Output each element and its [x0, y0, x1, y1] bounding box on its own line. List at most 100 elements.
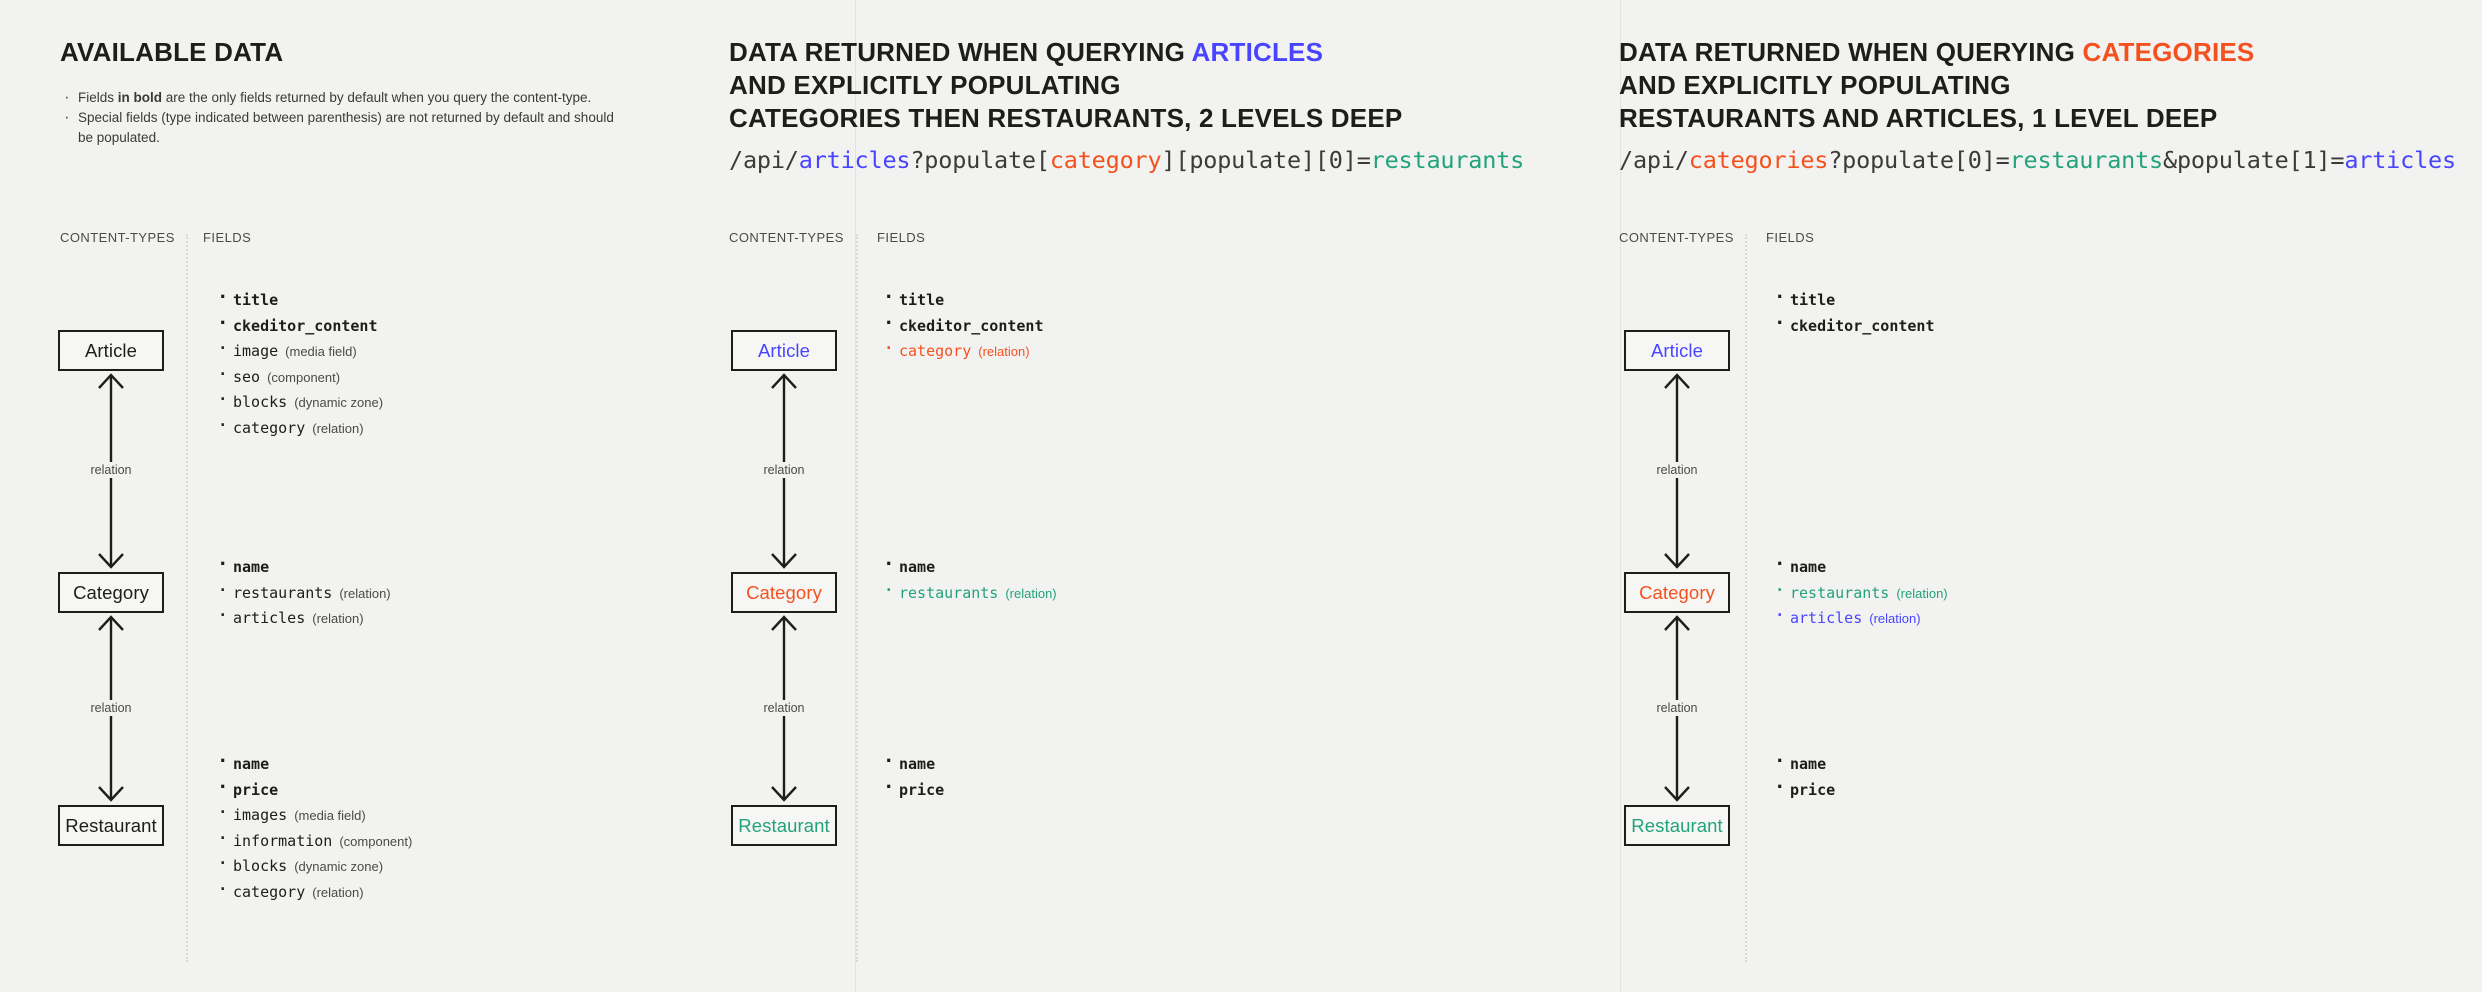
fields-divider — [856, 234, 858, 962]
fields-divider — [186, 234, 188, 962]
relation-label: relation — [758, 699, 810, 716]
field-list-article: title ckeditor_content — [1770, 285, 1935, 340]
relation-connector: relation — [731, 615, 837, 802]
legend-note-item: Special fields (type indicated between p… — [64, 107, 620, 148]
field-type: (relation) — [339, 585, 391, 601]
field-row: image(media field) — [213, 336, 383, 365]
entity-box-article[interactable]: Article — [58, 330, 164, 371]
field-name: category — [899, 342, 972, 361]
field-row: restaurants(relation) — [879, 578, 1057, 607]
field-name: name — [1790, 755, 1827, 773]
heading-line: RESTAURANTS AND ARTICLES, 1 LEVEL DEEP — [1619, 102, 2254, 135]
fields-label: FIELDS — [1766, 230, 1815, 245]
field-name: blocks — [233, 857, 288, 876]
field-name: title — [1790, 291, 1836, 309]
field-row: name — [1770, 552, 1948, 581]
heading-accent: ARTICLES — [1191, 37, 1324, 67]
field-name: title — [899, 291, 945, 309]
field-row: ckeditor_content — [213, 311, 383, 340]
field-name: price — [899, 780, 945, 799]
field-type: (component) — [267, 369, 341, 385]
field-type: (relation) — [1896, 585, 1948, 601]
field-row: ckeditor_content — [1770, 311, 1935, 340]
field-type: (relation) — [312, 420, 364, 436]
field-list-category: name restaurants(relation) articles (relati… — [213, 552, 391, 632]
field-name: articles — [1790, 609, 1863, 628]
column-divider-1 — [855, 0, 856, 992]
api-url-segment: articles — [2344, 146, 2456, 174]
field-name: title — [233, 291, 279, 309]
field-row: articles (relation) — [1770, 603, 1948, 632]
heading-accent: CATEGORIES — [2082, 37, 2255, 67]
panel-available-data: AVAILABLE DATA Fields in bold are the onl… — [0, 0, 855, 992]
field-name: price — [233, 780, 279, 799]
field-name: name — [1790, 558, 1827, 576]
field-row: restaurants(relation) — [1770, 578, 1948, 607]
field-type: (media field) — [294, 808, 366, 824]
entity-box-category[interactable]: Category — [1624, 572, 1730, 613]
field-row: price — [1770, 775, 1835, 804]
entity-box-restaurant[interactable]: Restaurant — [58, 805, 164, 846]
api-url[interactable]: /api/categories?populate[0]=restaurants&… — [1619, 146, 2456, 174]
legend-note-item: Fields in bold are the only fields retur… — [64, 87, 620, 108]
field-name: seo — [233, 367, 261, 386]
legend-notes: Fields in bold are the only fields retur… — [60, 87, 620, 148]
field-name: name — [233, 558, 270, 576]
entity-box-restaurant[interactable]: Restaurant — [1624, 805, 1730, 846]
field-row: restaurants(relation) — [213, 578, 391, 607]
field-name: ckeditor_content — [899, 316, 1044, 335]
panel-query-articles: DATA RETURNED WHEN QUERYING ARTICLES AND … — [729, 0, 1620, 992]
relation-connector: relation — [1624, 615, 1730, 802]
heading-text: CATEGORIES THEN RESTAURANTS, 2 LEVELS DE… — [729, 103, 1403, 133]
entity-box-restaurant[interactable]: Restaurant — [731, 805, 837, 846]
entity-box-category[interactable]: Category — [58, 572, 164, 613]
api-url-segment: category — [1049, 146, 1162, 174]
field-row: price — [879, 775, 945, 804]
heading-text: AND EXPLICITLY POPULATING — [1619, 70, 2011, 100]
entity-box-article[interactable]: Article — [1624, 330, 1730, 371]
heading-text: DATA RETURNED WHEN QUERYING — [729, 37, 1192, 67]
relation-connector: relation — [731, 373, 837, 569]
field-row: name — [879, 552, 1057, 581]
field-row: category(relation) — [879, 336, 1044, 365]
field-type: (dynamic zone) — [294, 859, 384, 875]
field-row: blocks(dynamic zone) — [213, 387, 383, 416]
panel-heading: AVAILABLE DATA — [60, 36, 283, 69]
api-url[interactable]: /api/articles?populate[category][populat… — [729, 146, 1524, 174]
api-url-segment: restaurants — [2009, 146, 2164, 174]
api-url-segment: /api/ — [729, 146, 799, 174]
content-types-label: CONTENT-TYPES — [729, 230, 844, 245]
field-list-restaurant: namepriceimages(media field)information(… — [213, 749, 413, 906]
field-name: articles — [233, 609, 306, 628]
api-url-segment: ?populate[0]= — [1828, 146, 2010, 174]
field-row: category(relation) — [213, 413, 383, 442]
relation-connector: relation — [1624, 373, 1730, 569]
heading-line: AVAILABLE DATA — [60, 36, 283, 69]
heading-text: AVAILABLE DATA — [60, 37, 284, 67]
heading-line: DATA RETURNED WHEN QUERYING CATEGORIES — [1619, 36, 2254, 69]
field-type: (relation) — [1869, 611, 1921, 627]
api-url-segment: categories — [1688, 146, 1829, 174]
field-row: title — [1770, 285, 1935, 314]
field-row: information(component) — [213, 826, 413, 855]
api-url-segment: &populate[1]= — [2163, 146, 2345, 174]
entity-box-category[interactable]: Category — [731, 572, 837, 613]
field-row: images(media field) — [213, 800, 412, 829]
field-type: (component) — [339, 833, 413, 849]
heading-line: AND EXPLICITLY POPULATING — [729, 69, 1402, 102]
field-row: title — [213, 285, 383, 314]
field-row: title — [879, 285, 1044, 314]
relation-label: relation — [758, 462, 810, 478]
relation-connector: relation — [58, 373, 164, 569]
field-name: name — [899, 755, 936, 773]
relation-label: relation — [85, 462, 137, 478]
content-types-label: CONTENT-TYPES — [1619, 230, 1734, 245]
heading-text: AND EXPLICITLY POPULATING — [729, 70, 1121, 100]
field-name: name — [899, 558, 936, 576]
entity-box-article[interactable]: Article — [731, 330, 837, 371]
relation-label: relation — [1651, 462, 1703, 478]
api-url-segment: articles — [798, 146, 911, 174]
